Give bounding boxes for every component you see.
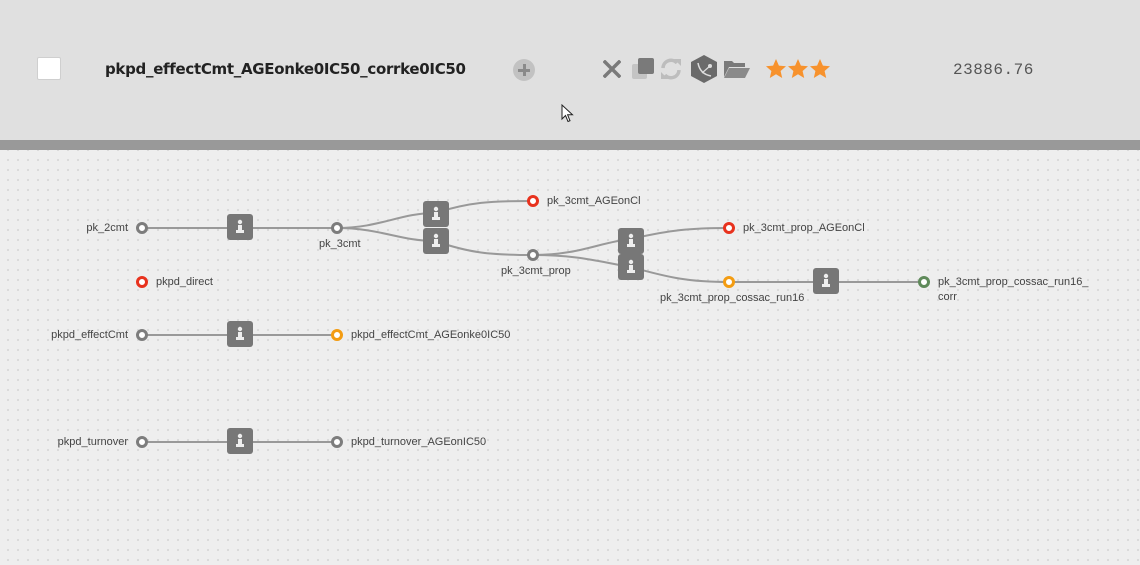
rating-stars[interactable]	[765, 58, 831, 80]
model-node-pkpd_turnover_AGEonIC50[interactable]	[331, 436, 343, 448]
node-label: pkpd_direct	[156, 276, 213, 288]
model-node-pkpd_effectCmt_AGEonke0IC50[interactable]	[331, 329, 343, 341]
info-person-icon	[432, 233, 440, 247]
add-circle-icon[interactable]	[513, 59, 535, 81]
job-box[interactable]	[227, 214, 253, 240]
job-box[interactable]	[618, 254, 644, 280]
star-icon	[810, 59, 830, 78]
model-title: pkpd_effectCmt_AGEonke0IC50_corrke0IC50	[105, 60, 466, 78]
refresh-icon[interactable]	[659, 57, 683, 81]
model-node-pk_3cmt_prop_AGEonCl[interactable]	[723, 222, 735, 234]
star-icon	[788, 59, 808, 78]
mouse-cursor-icon	[561, 104, 574, 123]
info-person-icon	[236, 433, 244, 447]
node-label: pk_3cmt_prop_cossac_run16_	[938, 276, 1089, 288]
info-person-icon	[236, 326, 244, 340]
job-box[interactable]	[227, 321, 253, 347]
job-box[interactable]	[423, 228, 449, 254]
model-node-pk_3cmt_AGEonCl[interactable]	[527, 195, 539, 207]
info-person-icon	[236, 219, 244, 233]
node-label: pkpd_turnover_AGEonIC50	[351, 436, 487, 448]
node-label: pk_3cmt_AGEonCl	[547, 195, 641, 207]
job-box[interactable]	[227, 428, 253, 454]
objective-score: 23886.76	[953, 61, 1034, 79]
node-label: pk_3cmt	[319, 238, 361, 250]
hexagon-model-icon[interactable]	[690, 54, 718, 84]
node-label-continued: corr	[938, 291, 957, 303]
copy-icon[interactable]	[631, 57, 655, 81]
job-box[interactable]	[813, 268, 839, 294]
node-label: pkpd_effectCmt_AGEonke0IC50	[351, 329, 511, 341]
info-person-icon	[627, 233, 635, 247]
node-label: pk_2cmt	[86, 222, 128, 234]
info-person-icon	[432, 206, 440, 220]
model-node-pk_3cmt_prop[interactable]	[527, 249, 539, 261]
node-label: pkpd_turnover	[57, 436, 128, 448]
model-node-pkpd_effectCmt[interactable]	[136, 329, 148, 341]
graph-edges	[142, 200, 924, 443]
node-label: pk_3cmt_prop_AGEonCl	[743, 222, 865, 234]
node-label: pkpd_effectCmt	[51, 329, 128, 341]
model-node-pk_2cmt[interactable]	[136, 222, 148, 234]
info-person-icon	[627, 259, 635, 273]
model-header: pkpd_effectCmt_AGEonke0IC50_corrke0IC50 …	[0, 0, 1140, 140]
folder-open-icon[interactable]	[723, 59, 751, 79]
model-node-pkpd_turnover[interactable]	[136, 436, 148, 448]
node-label: pk_3cmt_prop_cossac_run16	[660, 292, 805, 304]
info-person-icon	[822, 273, 830, 287]
header-divider	[0, 140, 1140, 150]
job-box[interactable]	[618, 228, 644, 254]
node-label: pk_3cmt_prop	[501, 265, 571, 277]
select-checkbox[interactable]	[37, 57, 61, 80]
star-icon	[766, 59, 786, 78]
close-icon[interactable]	[603, 60, 621, 78]
job-box[interactable]	[423, 201, 449, 227]
model-node-pk_3cmt[interactable]	[331, 222, 343, 234]
model-node-pk_3cmt_prop_cossac_run16[interactable]	[723, 276, 735, 288]
model-node-pk_3cmt_prop_cossac_run16_corr[interactable]	[918, 276, 930, 288]
model-node-pkpd_direct[interactable]	[136, 276, 148, 288]
model-graph-canvas[interactable]: pk_2cmt pk_3cmt pk_3cmt_AGEonCl pk_3cmt_…	[0, 150, 1140, 565]
